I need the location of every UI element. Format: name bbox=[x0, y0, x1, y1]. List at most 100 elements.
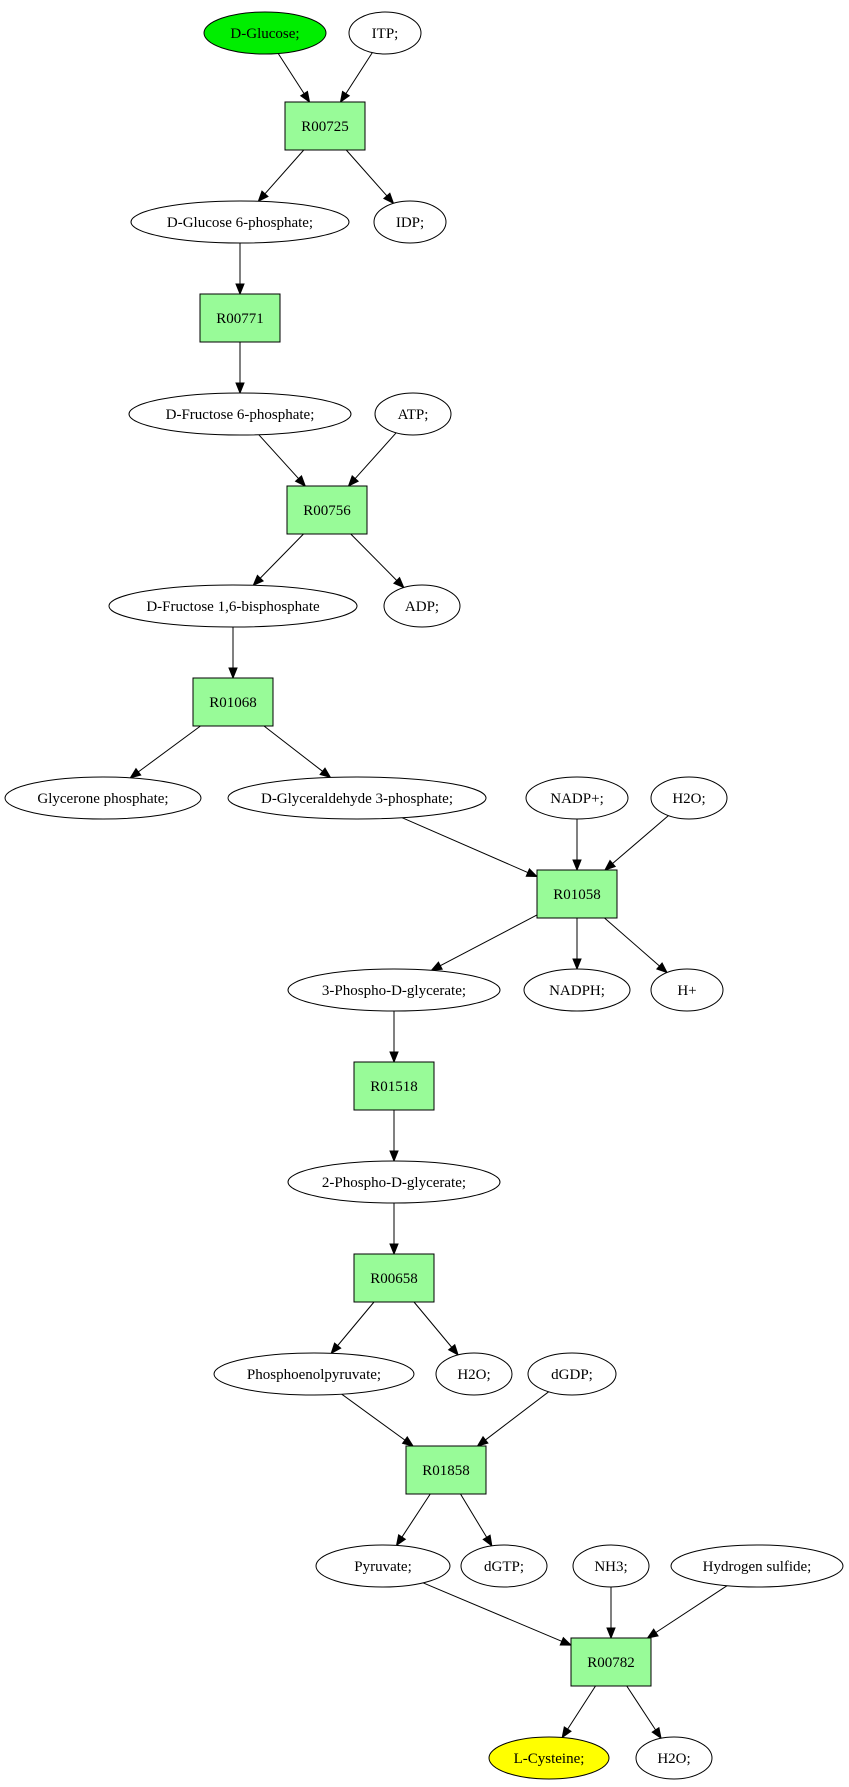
metabolite-node-g6p[interactable]: D-Glucose 6-phosphate; bbox=[130, 200, 350, 244]
arrowhead-r01068-to-g3p bbox=[319, 767, 332, 779]
arrowhead-r00725-to-g6p bbox=[257, 190, 269, 203]
reaction-box bbox=[284, 101, 366, 151]
arrowhead-r00782-to-h2o_3 bbox=[651, 1726, 662, 1740]
metabolite-node-nadph[interactable]: NADPH; bbox=[523, 968, 631, 1012]
node-label: ADP; bbox=[405, 599, 439, 615]
arrowhead-nadp-to-r01058 bbox=[572, 859, 582, 872]
metabolite-node-f6p[interactable]: D-Fructose 6-phosphate; bbox=[128, 392, 352, 436]
metabolite-node-pep[interactable]: Phosphoenolpyruvate; bbox=[213, 1352, 415, 1396]
arrowhead-r00756-to-f16bp bbox=[252, 574, 265, 587]
edge-r01858-to-dgtp bbox=[460, 1493, 488, 1538]
arrowhead-r01858-to-pyruvate bbox=[395, 1534, 407, 1547]
arrowhead-dgdp-to-r01858 bbox=[476, 1435, 489, 1447]
arrowhead-f16bp-to-r01068 bbox=[228, 667, 238, 680]
node-label: dGDP; bbox=[551, 1367, 593, 1383]
node-label: R01058 bbox=[553, 887, 601, 903]
node-label: D-Glucose; bbox=[230, 26, 299, 42]
edge-r00756-to-f16bp bbox=[259, 533, 304, 579]
edge-r01058-to-pg3 bbox=[440, 914, 538, 967]
edge-dgdp-to-r01858 bbox=[485, 1391, 549, 1441]
arrowhead-pyruvate-to-r00782 bbox=[559, 1636, 573, 1646]
reaction-node-r00771[interactable]: R00771 bbox=[199, 293, 281, 343]
metabolite-node-atp[interactable]: ATP; bbox=[374, 392, 452, 436]
node-label: Phosphoenolpyruvate; bbox=[247, 1367, 381, 1383]
node-label: Pyruvate; bbox=[354, 1559, 412, 1575]
metabolite-ellipse bbox=[213, 1352, 415, 1396]
metabolite-node-h2s[interactable]: Hydrogen sulfide; bbox=[670, 1544, 844, 1588]
metabolite-node-nadp[interactable]: NADP+; bbox=[525, 776, 629, 820]
metabolite-node-dgdp[interactable]: dGDP; bbox=[527, 1352, 617, 1396]
metabolite-node-h2o_3[interactable]: H2O; bbox=[635, 1736, 713, 1780]
node-label: R00756 bbox=[303, 503, 351, 519]
metabolite-node-h2o_2[interactable]: H2O; bbox=[435, 1352, 513, 1396]
arrowhead-g3p-to-r01058 bbox=[525, 868, 539, 878]
reaction-node-r00725[interactable]: R00725 bbox=[284, 101, 366, 151]
arrowhead-r00782-to-cysteine bbox=[561, 1726, 572, 1739]
reaction-box bbox=[536, 869, 618, 919]
metabolite-node-pg3[interactable]: 3-Phospho-D-glycerate; bbox=[287, 968, 501, 1012]
metabolite-ellipse bbox=[523, 968, 631, 1012]
metabolite-ellipse bbox=[287, 968, 501, 1012]
reaction-node-r00782[interactable]: R00782 bbox=[570, 1637, 652, 1687]
node-label: NADP+; bbox=[550, 791, 603, 807]
metabolite-ellipse bbox=[635, 1736, 713, 1780]
metabolite-node-dhap[interactable]: Glycerone phosphate; bbox=[4, 776, 202, 820]
metabolite-ellipse bbox=[488, 1736, 610, 1780]
metabolite-node-adp[interactable]: ADP; bbox=[383, 584, 461, 628]
edge-r00658-to-h2o_2 bbox=[413, 1301, 453, 1348]
node-label: Hydrogen sulfide; bbox=[703, 1559, 812, 1575]
metabolite-ellipse bbox=[128, 392, 352, 436]
reaction-node-r01068[interactable]: R01068 bbox=[192, 677, 274, 727]
metabolite-ellipse bbox=[374, 392, 452, 436]
metabolite-node-dgtp[interactable]: dGTP; bbox=[460, 1544, 548, 1588]
edge-r01068-to-dhap bbox=[138, 725, 201, 773]
edge-h2o_1-to-r01058 bbox=[612, 815, 669, 864]
metabolite-ellipse bbox=[383, 584, 461, 628]
metabolite-ellipse bbox=[650, 968, 724, 1012]
metabolite-node-nh3[interactable]: NH3; bbox=[572, 1544, 650, 1588]
arrowhead-r00658-to-pep bbox=[330, 1342, 342, 1355]
reaction-box bbox=[353, 1253, 435, 1303]
metabolite-ellipse bbox=[108, 584, 358, 628]
reaction-node-r01518[interactable]: R01518 bbox=[353, 1061, 435, 1111]
node-label: D-Glyceraldehyde 3-phosphate; bbox=[261, 791, 453, 807]
node-label: H2O; bbox=[657, 1751, 690, 1767]
arrowhead-r01058-to-pg3 bbox=[430, 961, 443, 971]
node-label: NADPH; bbox=[549, 983, 605, 999]
metabolite-node-h2o_1[interactable]: H2O; bbox=[650, 776, 728, 820]
metabolite-node-g3p[interactable]: D-Glyceraldehyde 3-phosphate; bbox=[227, 776, 487, 820]
node-label: NH3; bbox=[594, 1559, 627, 1575]
metabolite-node-hplus[interactable]: H+ bbox=[650, 968, 724, 1012]
metabolite-node-glucose[interactable]: D-Glucose; bbox=[203, 11, 327, 55]
arrowhead-itp-to-r00725 bbox=[339, 90, 351, 104]
edge-r00725-to-idp bbox=[345, 149, 388, 197]
metabolite-ellipse bbox=[4, 776, 202, 820]
arrowhead-atp-to-r00756 bbox=[347, 475, 360, 488]
edge-r00782-to-cysteine bbox=[567, 1685, 596, 1730]
edge-glucose-to-r00725 bbox=[277, 53, 305, 94]
metabolite-ellipse bbox=[650, 776, 728, 820]
edge-r01068-to-g3p bbox=[263, 725, 323, 772]
metabolite-node-itp[interactable]: ITP; bbox=[348, 11, 422, 55]
metabolite-node-idp[interactable]: IDP; bbox=[373, 200, 447, 244]
node-label: H+ bbox=[677, 983, 696, 999]
metabolite-node-cysteine[interactable]: L-Cysteine; bbox=[488, 1736, 610, 1780]
node-label: D-Fructose 1,6-bisphosphate bbox=[146, 599, 320, 615]
reaction-node-r01058[interactable]: R01058 bbox=[536, 869, 618, 919]
reaction-node-r00658[interactable]: R00658 bbox=[353, 1253, 435, 1303]
node-label: ATP; bbox=[398, 407, 429, 423]
metabolite-ellipse bbox=[572, 1544, 650, 1588]
arrowhead-nh3-to-r00782 bbox=[606, 1627, 616, 1640]
node-label: R00771 bbox=[216, 311, 264, 327]
edge-r00756-to-adp bbox=[350, 533, 398, 581]
metabolite-node-pyruvate[interactable]: Pyruvate; bbox=[315, 1544, 451, 1588]
reaction-node-r00756[interactable]: R00756 bbox=[286, 485, 368, 535]
reaction-node-r01858[interactable]: R01858 bbox=[405, 1445, 487, 1495]
arrowhead-r00725-to-idp bbox=[382, 192, 395, 205]
reaction-box bbox=[286, 485, 368, 535]
node-label: H2O; bbox=[457, 1367, 490, 1383]
metabolite-ellipse bbox=[287, 1160, 501, 1204]
metabolite-node-pg2[interactable]: 2-Phospho-D-glycerate; bbox=[287, 1160, 501, 1204]
edge-r01058-to-hplus bbox=[604, 917, 660, 967]
metabolite-node-f16bp[interactable]: D-Fructose 1,6-bisphosphate bbox=[108, 584, 358, 628]
